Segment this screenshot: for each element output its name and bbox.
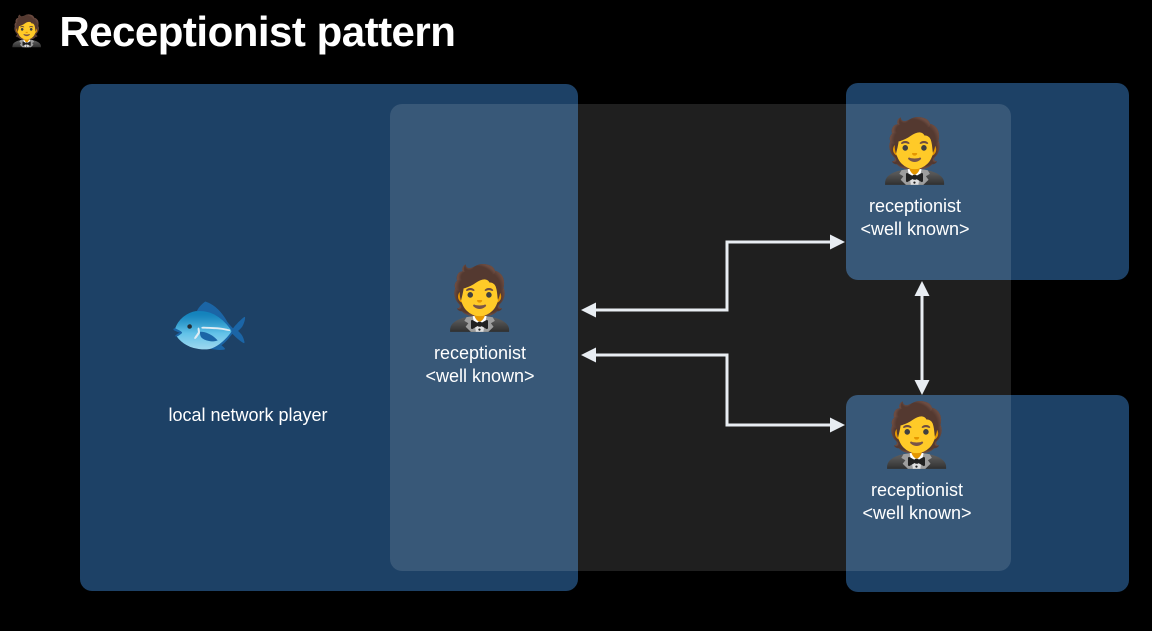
receptionist-icon: 🤵 [876,117,954,186]
bottom-right-node-panel [846,395,1129,592]
slide-title: 🤵 Receptionist pattern [8,6,456,58]
node-name: receptionist [433,343,527,363]
middle-receptionist-node: 🤵 receptionist <well known> [390,268,570,388]
local-network-player-label: local network player [168,405,328,425]
receptionist-emoji-icon: 🤵 [8,15,46,48]
title-text: Receptionist pattern [59,8,456,55]
node-key: <well known> [862,503,972,523]
top-right-receptionist-node: 🤵 receptionist <well known> [830,121,1000,241]
node-name: receptionist [868,196,962,216]
bottom-right-receptionist-node: 🤵 receptionist <well known> [832,405,1002,525]
local-network-panel [80,84,578,591]
node-name: receptionist [870,480,964,500]
top-right-node-panel [846,83,1129,280]
fish-icon: 🐟 [168,286,251,360]
receptionist-icon: 🤵 [441,264,519,333]
receptionist-icon: 🤵 [878,401,956,470]
node-key: <well known> [425,366,535,386]
node-key: <well known> [860,219,970,239]
arrow-middle-to-top-right [581,234,845,318]
arrow-middle-to-bottom-right [581,347,845,433]
